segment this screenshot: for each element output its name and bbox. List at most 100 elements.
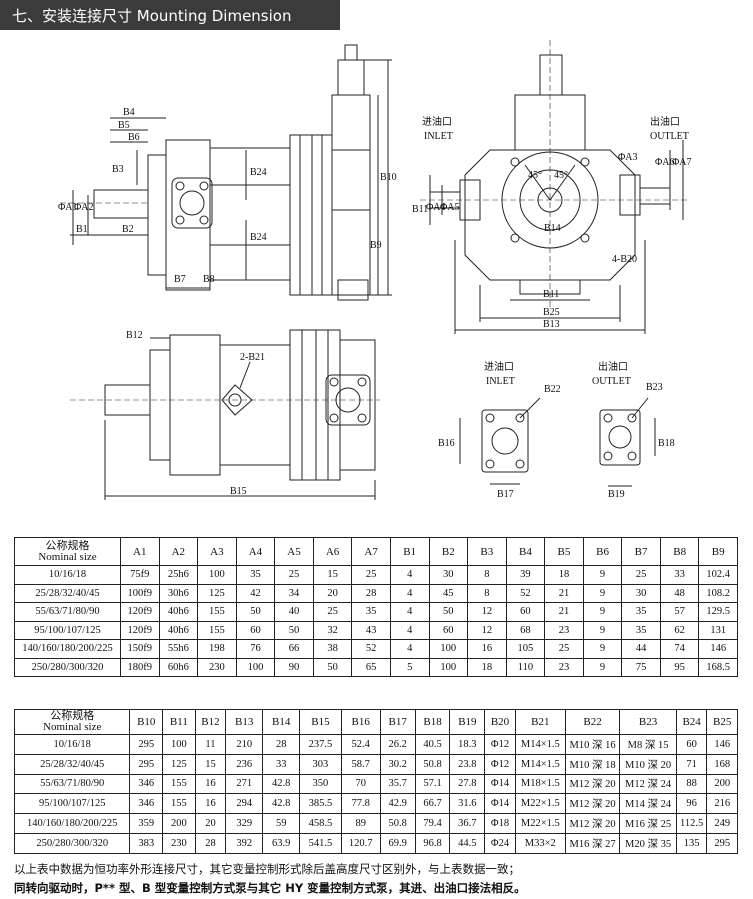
column-header-b19: B19 <box>449 709 486 735</box>
value-cell: 90 <box>274 657 314 677</box>
value-cell: 129.5 <box>698 602 738 622</box>
value-cell: 30.2 <box>379 753 416 775</box>
nominal-size-cell: 95/100/107/125 <box>13 793 131 815</box>
value-cell: 25 <box>544 639 584 659</box>
label-a7: ΦA7 <box>672 157 692 168</box>
value-cell: 40h6 <box>158 620 199 640</box>
label-b19: B19 <box>608 489 625 500</box>
value-cell: 65 <box>351 657 391 677</box>
label-b15: B15 <box>230 486 247 497</box>
value-cell: 16 <box>194 773 227 795</box>
label-b6: B6 <box>128 132 140 143</box>
label-b5: B5 <box>118 120 130 131</box>
value-cell: 125 <box>197 583 237 603</box>
value-cell: 88 <box>675 773 708 795</box>
value-cell: 27.8 <box>449 773 486 795</box>
column-header-b16: B16 <box>340 709 381 735</box>
value-cell: 52 <box>351 639 391 659</box>
column-header-a5: A5 <box>274 537 314 566</box>
value-cell: 458.5 <box>299 813 342 834</box>
value-cell: 59 <box>262 813 301 834</box>
nominal-size-cell: 10/16/18 <box>13 734 131 755</box>
value-cell: 249 <box>706 813 738 834</box>
value-cell: 11 <box>194 734 227 755</box>
value-cell: M12 深 20 <box>564 773 621 795</box>
value-cell: 102.4 <box>698 565 738 585</box>
value-cell: 50 <box>428 602 469 622</box>
column-header-b12: B12 <box>194 709 227 735</box>
value-cell: 52.4 <box>340 734 381 755</box>
nominal-en: Nominal size <box>43 721 102 733</box>
note-line-2: 同转向驱动时，P** 型、B 型变量控制方式泵与其它 HY 变量控制方式泵，其进… <box>14 881 526 895</box>
outlet-cn: 出油口 <box>650 115 680 128</box>
label-b25: B25 <box>543 307 560 318</box>
value-cell: 346 <box>129 793 164 815</box>
value-cell: 271 <box>225 773 264 795</box>
label-b1: B1 <box>76 224 88 235</box>
label-b11-vert: B11 <box>412 204 428 215</box>
nominal-size-cell: 55/63/71/80/90 <box>13 773 131 795</box>
value-cell: 69.9 <box>379 832 416 854</box>
label-b17: B17 <box>497 489 514 500</box>
value-cell: 35 <box>235 565 276 585</box>
value-cell: 35 <box>351 602 391 622</box>
label-b14: B14 <box>544 223 561 234</box>
column-header-b13: B13 <box>225 709 264 735</box>
value-cell: 230 <box>197 657 237 677</box>
value-cell: 30 <box>621 583 661 603</box>
value-cell: 9 <box>582 657 623 677</box>
column-header-b5: B5 <box>544 537 584 566</box>
value-cell: 44 <box>621 639 661 659</box>
label-b16: B16 <box>438 438 455 449</box>
label-a5: ΦA5 <box>440 202 460 213</box>
value-cell: 48 <box>659 583 700 603</box>
value-cell: 230 <box>162 832 196 854</box>
value-cell: 12 <box>467 620 507 640</box>
value-cell: 346 <box>129 773 164 795</box>
value-cell: 350 <box>299 773 342 795</box>
value-cell: 9 <box>582 602 623 622</box>
column-header-b8: B8 <box>659 537 700 566</box>
value-cell: 392 <box>225 832 264 854</box>
value-cell: 125 <box>162 753 196 775</box>
column-header-b1: B1 <box>389 537 430 566</box>
value-cell: M10 深 18 <box>564 753 621 775</box>
column-header-b9: B9 <box>698 537 738 566</box>
value-cell: Φ14 <box>484 773 516 795</box>
value-cell: M8 深 15 <box>619 734 677 755</box>
column-header-b23: B23 <box>619 709 677 735</box>
value-cell: 16 <box>467 639 507 659</box>
value-cell: 20 <box>194 813 227 834</box>
value-cell: M10 深 16 <box>564 734 621 755</box>
value-cell: 385.5 <box>299 793 342 815</box>
value-cell: 9 <box>582 620 623 640</box>
value-cell: 23 <box>544 657 584 677</box>
value-cell: 150f9 <box>120 639 160 659</box>
label-b12: B12 <box>126 330 143 341</box>
label-b21: 2-B21 <box>240 352 265 363</box>
column-header-b14: B14 <box>262 709 301 735</box>
value-cell: 135 <box>675 832 708 854</box>
value-cell: 62 <box>659 620 700 640</box>
value-cell: 295 <box>706 832 738 854</box>
value-cell: 112.5 <box>675 813 708 834</box>
column-header-b22: B22 <box>564 709 621 735</box>
value-cell: M10 深 20 <box>619 753 677 775</box>
value-cell: 60 <box>675 734 708 755</box>
value-cell: 50 <box>274 620 314 640</box>
value-cell: 120f9 <box>120 620 160 640</box>
nominal-cn: 公称规格 <box>50 710 95 722</box>
value-cell: 25 <box>274 565 314 585</box>
value-cell: 75 <box>621 657 661 677</box>
value-cell: 236 <box>225 753 264 775</box>
mounting-drawing: B4 B5 B6 B3 ΦA1 ΦA2 B1 B2 B24 B24 B7 B8 … <box>58 40 692 500</box>
value-cell: 33 <box>262 753 301 775</box>
column-header-b24: B24 <box>675 709 708 735</box>
value-cell: 15 <box>194 753 227 775</box>
value-cell: 32 <box>312 620 353 640</box>
value-cell: 295 <box>129 753 164 775</box>
